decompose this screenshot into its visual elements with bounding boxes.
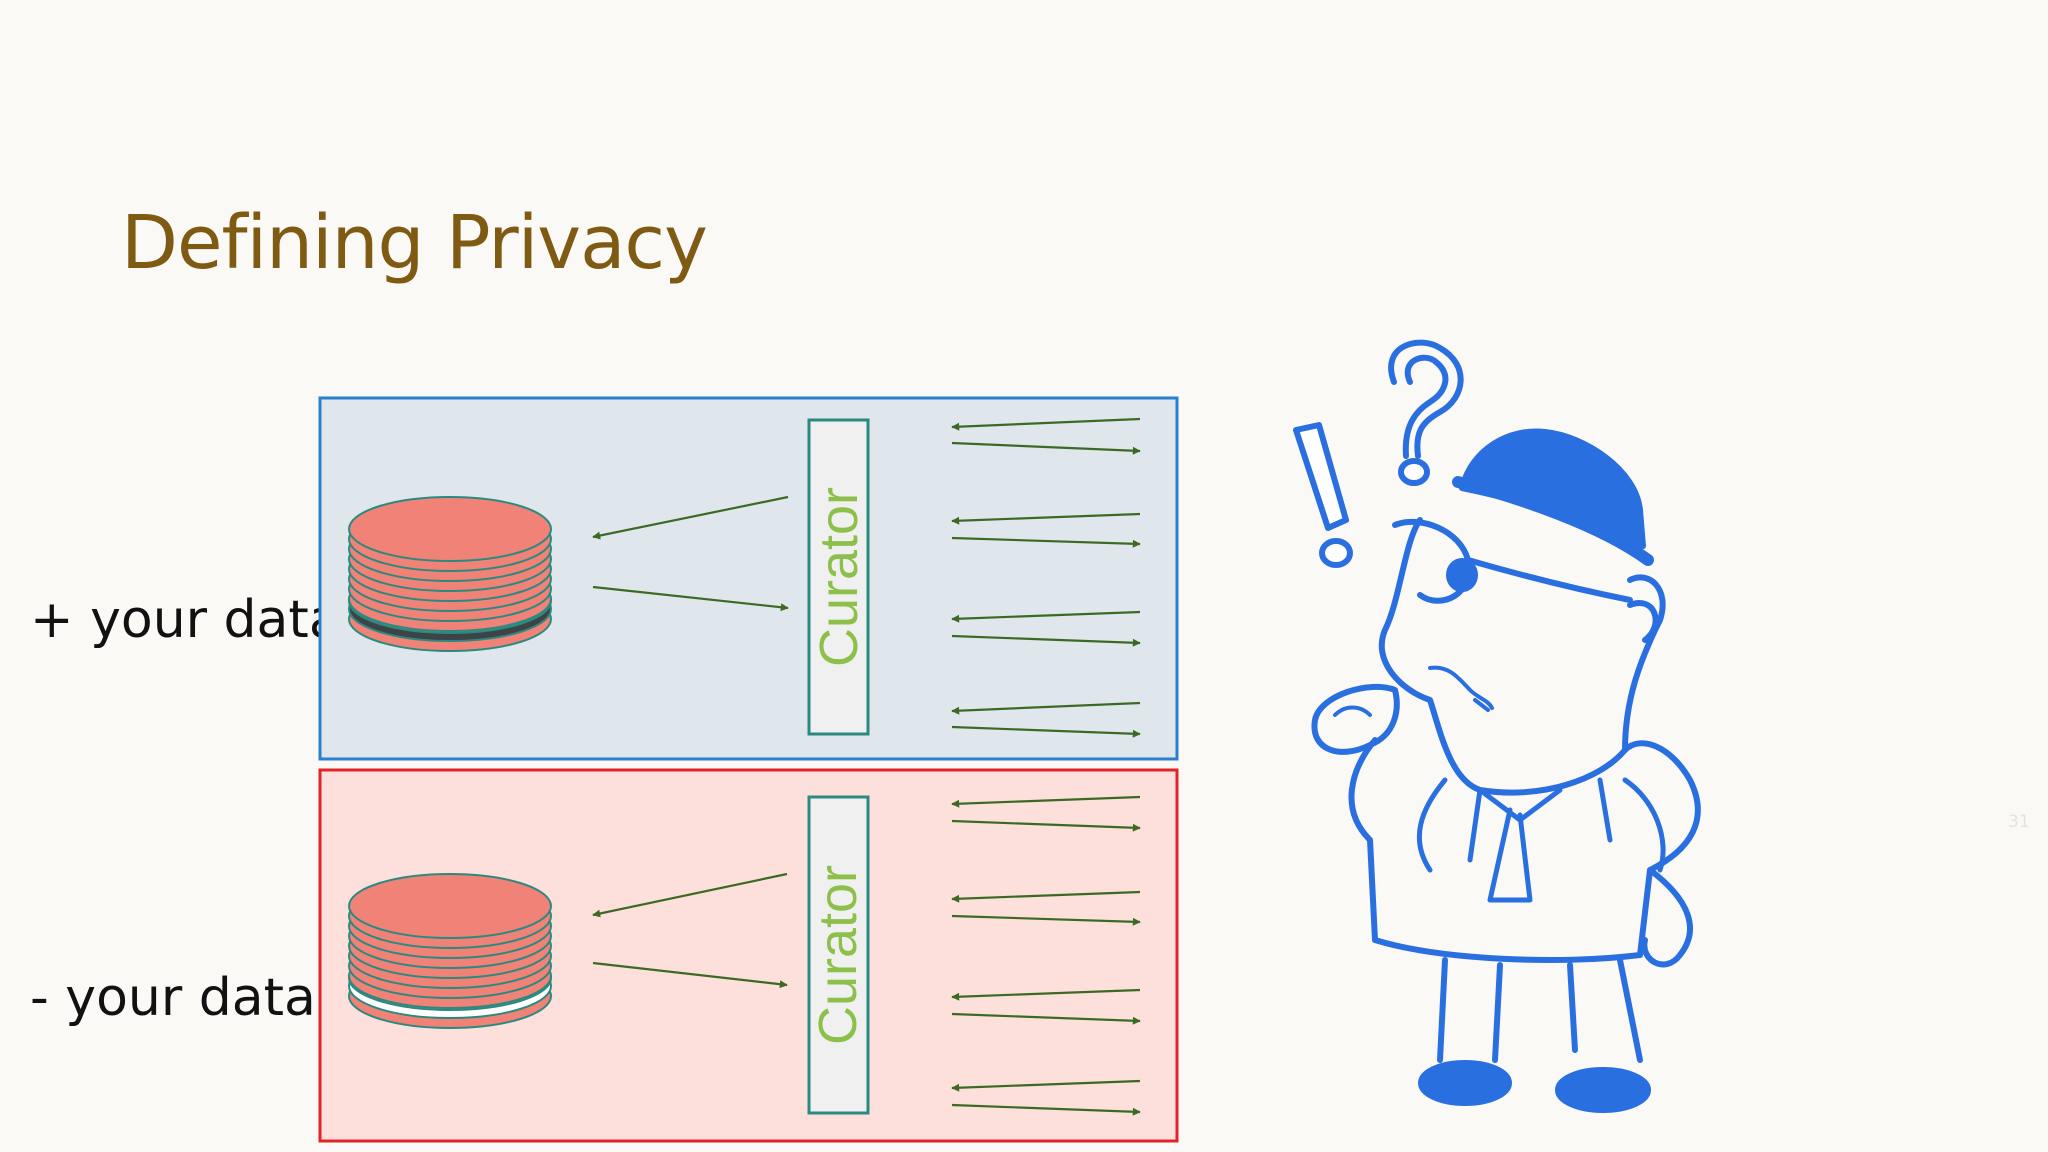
analyst-query-arrows bbox=[951, 795, 1141, 1116]
minus-your-data-label: - your data bbox=[30, 968, 316, 1028]
shoe-icon bbox=[1555, 1067, 1651, 1113]
detective-illustration bbox=[1293, 339, 1701, 1113]
response-arrow bbox=[592, 961, 788, 989]
database-disk bbox=[348, 873, 552, 939]
curator-box bbox=[807, 418, 870, 736]
page-number: 31 bbox=[2008, 812, 2030, 832]
without-your-data-panel: Curator bbox=[318, 768, 1179, 1143]
response-arrow bbox=[592, 585, 789, 612]
shoe-icon bbox=[1418, 1060, 1512, 1106]
curator-box bbox=[807, 795, 870, 1115]
slide-title: Defining Privacy bbox=[121, 200, 708, 286]
analyst-query-arrows bbox=[951, 417, 1141, 738]
query-arrow bbox=[592, 872, 788, 918]
curator-label: Curator bbox=[808, 865, 868, 1045]
query-arrow bbox=[592, 495, 789, 540]
database-icon bbox=[348, 496, 552, 652]
with-your-data-panel: Curator bbox=[318, 396, 1179, 761]
database-disk bbox=[348, 496, 552, 562]
plus-your-data-label: + your data bbox=[30, 590, 341, 650]
exclamation-icon bbox=[1293, 422, 1353, 568]
curator-label: Curator bbox=[809, 487, 869, 667]
question-icon bbox=[1388, 339, 1464, 486]
database-icon bbox=[348, 873, 552, 1029]
